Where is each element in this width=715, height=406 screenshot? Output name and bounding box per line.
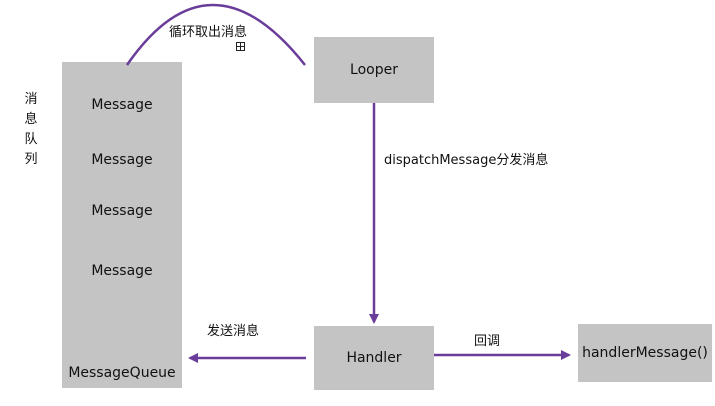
message-item: Message [91, 203, 153, 219]
message-queue-box [62, 62, 182, 388]
message-queue-side-label: 消息队列 [24, 92, 38, 167]
message-item: Message [91, 97, 153, 113]
message-queue-label: MessageQueue [68, 365, 176, 381]
message-item: Message [91, 263, 153, 279]
handler-message-box [578, 324, 712, 382]
looper-box [314, 37, 434, 103]
loop-arc-connector [125, 3, 306, 66]
dispatch-edge-label: dispatchMessage分发消息 [384, 153, 549, 168]
callback-edge-label: 回调 [474, 334, 501, 349]
expand-plus-icon[interactable] [236, 42, 245, 51]
handler-message-label: handlerMessage() [582, 345, 708, 361]
message-item: Message [91, 152, 153, 168]
handler-box [314, 326, 434, 390]
handler-label: Handler [346, 350, 402, 366]
looper-label: Looper [350, 62, 398, 78]
loop-edge-label: 循环取出消息 [169, 25, 248, 40]
send-edge-label: 发送消息 [207, 324, 260, 339]
